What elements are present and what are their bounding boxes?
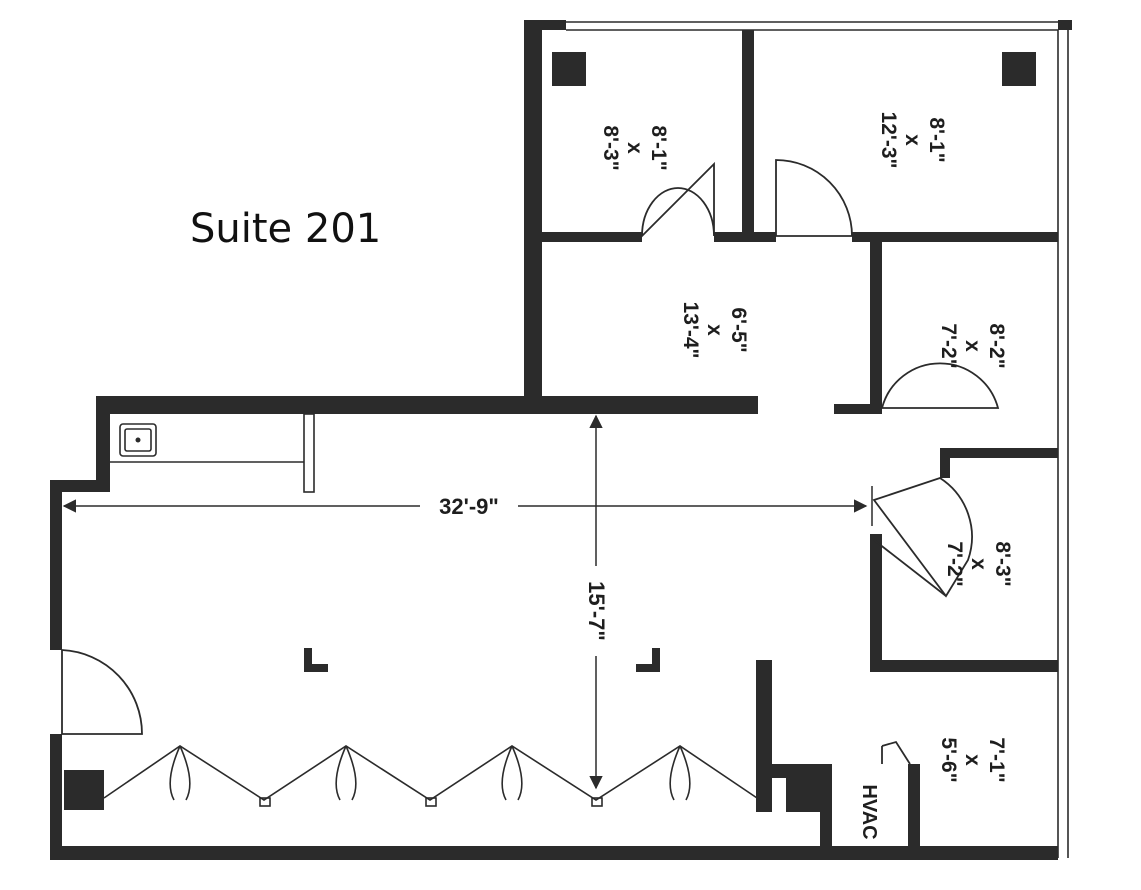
suite-title: Suite 201 bbox=[190, 206, 381, 252]
doors bbox=[61, 159, 1000, 765]
svg-text:7'-1": 7'-1" bbox=[985, 737, 1008, 782]
walls bbox=[50, 20, 1072, 860]
svg-text:13'-4": 13'-4" bbox=[679, 302, 702, 359]
svg-text:8'-3": 8'-3" bbox=[991, 541, 1014, 586]
svg-text:12'-3": 12'-3" bbox=[877, 112, 900, 169]
svg-text:8'-2": 8'-2" bbox=[985, 323, 1008, 368]
room-label-hall: 6'-5" x 13'-4" bbox=[679, 302, 750, 359]
svg-text:x: x bbox=[967, 558, 990, 570]
svg-text:8'-3": 8'-3" bbox=[599, 125, 622, 170]
svg-text:x: x bbox=[961, 340, 984, 352]
columns bbox=[64, 52, 1036, 812]
svg-text:5'-6": 5'-6" bbox=[937, 737, 960, 782]
svg-text:x: x bbox=[703, 324, 726, 336]
main-depth-dimension: 15'-7" bbox=[584, 581, 609, 641]
hvac-label: HVAC bbox=[858, 784, 880, 839]
svg-text:8'-1": 8'-1" bbox=[647, 125, 670, 170]
kitchenette bbox=[110, 413, 315, 493]
svg-text:7'-2": 7'-2" bbox=[937, 323, 960, 368]
svg-text:x: x bbox=[901, 134, 924, 146]
svg-text:6'-5": 6'-5" bbox=[727, 307, 750, 352]
svg-text:x: x bbox=[623, 142, 646, 154]
room-label-storage: 7'-1" x 5'-6" bbox=[937, 737, 1008, 782]
room-label-office-a: 8'-1" x 8'-3" bbox=[599, 125, 670, 170]
room-label-office-c: 8'-2" x 7'-2" bbox=[937, 323, 1008, 368]
room-label-office-d: 8'-3" x 7'-2" bbox=[943, 541, 1014, 586]
svg-text:7'-2": 7'-2" bbox=[943, 541, 966, 586]
main-width-dimension: 32'-9" bbox=[439, 494, 499, 519]
svg-text:x: x bbox=[961, 754, 984, 766]
svg-text:8'-1": 8'-1" bbox=[925, 117, 948, 162]
dimension-lines bbox=[62, 414, 873, 790]
room-label-office-b: 8'-1" x 12'-3" bbox=[877, 112, 948, 169]
window-bays bbox=[103, 745, 761, 807]
